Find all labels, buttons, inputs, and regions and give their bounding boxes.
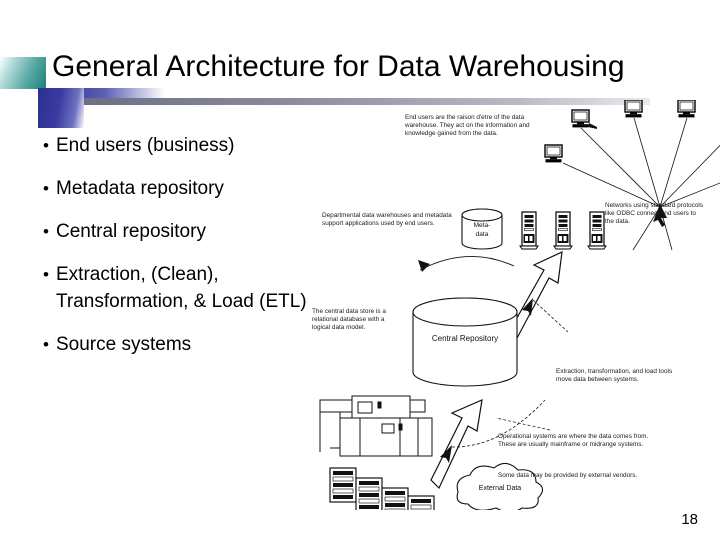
end-user-workstations-group xyxy=(544,99,720,251)
server-icon xyxy=(519,211,539,250)
etl-arrow-up-right-icon xyxy=(508,250,563,342)
annotation-external-vendors: Some data may be provided by external ve… xyxy=(498,472,638,479)
bullet-list: • End users (business) • Metadata reposi… xyxy=(36,132,316,374)
list-item-label: Central repository xyxy=(56,221,206,242)
annotation-networks: Networks using standard protocols like O… xyxy=(605,202,704,226)
title-teal-decoration xyxy=(0,57,46,89)
central-to-departmental-arrow xyxy=(419,255,515,271)
arrowhead-icon xyxy=(418,260,430,272)
bullet-marker-icon: • xyxy=(43,222,49,241)
monitor-icon xyxy=(571,109,598,130)
departmental-servers-group xyxy=(519,211,607,250)
central-repository-cylinder-icon xyxy=(412,297,518,387)
etl-arrow-up-left-icon xyxy=(430,399,483,490)
metadata-cylinder-label-line1: Meta- xyxy=(473,222,491,229)
diagram-canvas xyxy=(319,99,720,531)
title-blue-decoration xyxy=(38,88,84,128)
pointer-arrow-icon xyxy=(522,298,569,333)
operational-leader-line xyxy=(495,417,551,431)
bullet-marker-icon: • xyxy=(43,265,49,284)
central-repository-label: Central Repository xyxy=(431,334,499,343)
page-number: 18 xyxy=(681,511,698,528)
metadata-cylinder-icon xyxy=(461,208,503,250)
pointer-arrow-icon xyxy=(440,399,546,463)
annotation-end-users: End users are the raison d'etre of the d… xyxy=(405,114,530,138)
monitor-icon xyxy=(544,144,563,164)
annotation-operational: Operational systems are where the data c… xyxy=(498,433,649,449)
data-warehouse-architecture-diagram: End users are the raison d'etre of the d… xyxy=(300,99,720,531)
mainframe-group xyxy=(319,395,433,457)
page-title: General Architecture for Data Warehousin… xyxy=(52,50,625,83)
network-lines xyxy=(562,117,720,251)
list-item: • Metadata repository xyxy=(36,175,316,202)
rack-icon xyxy=(355,477,383,513)
annotation-departmental: Departmental data warehouses and metadat… xyxy=(322,212,452,228)
rack-icon xyxy=(329,467,357,503)
metadata-cylinder-label-line2: data xyxy=(475,231,489,238)
cursor-arrow-icon xyxy=(653,204,667,227)
list-item-label: End users (business) xyxy=(56,135,235,156)
rack-icon xyxy=(381,487,409,523)
annotation-central-store: The central data store is a relational d… xyxy=(312,308,386,332)
server-icon xyxy=(553,211,573,250)
list-item: • Extraction, (Clean), Transformation, &… xyxy=(36,261,316,315)
list-item-label: Source systems xyxy=(56,334,192,355)
server-icon xyxy=(587,211,607,250)
external-data-cloud-label: External Data xyxy=(478,485,522,492)
monitor-icon xyxy=(677,99,696,119)
operational-server-stack-group xyxy=(329,467,435,531)
rack-icon xyxy=(407,495,435,531)
list-item: • Central repository xyxy=(36,218,316,245)
list-item-label: Metadata repository xyxy=(56,178,224,199)
list-item: • End users (business) xyxy=(36,132,316,159)
list-item: • Source systems xyxy=(36,331,316,358)
annotation-etl-tools: Extraction, transformation, and load too… xyxy=(556,368,673,384)
monitor-icon xyxy=(624,99,643,119)
title-blue-bar xyxy=(55,88,165,98)
bullet-marker-icon: • xyxy=(43,136,49,155)
bullet-marker-icon: • xyxy=(43,179,49,198)
bullet-marker-icon: • xyxy=(43,335,49,354)
list-item-label: Extraction, (Clean), Transformation, & L… xyxy=(56,264,307,312)
title-gray-bar xyxy=(50,98,650,105)
